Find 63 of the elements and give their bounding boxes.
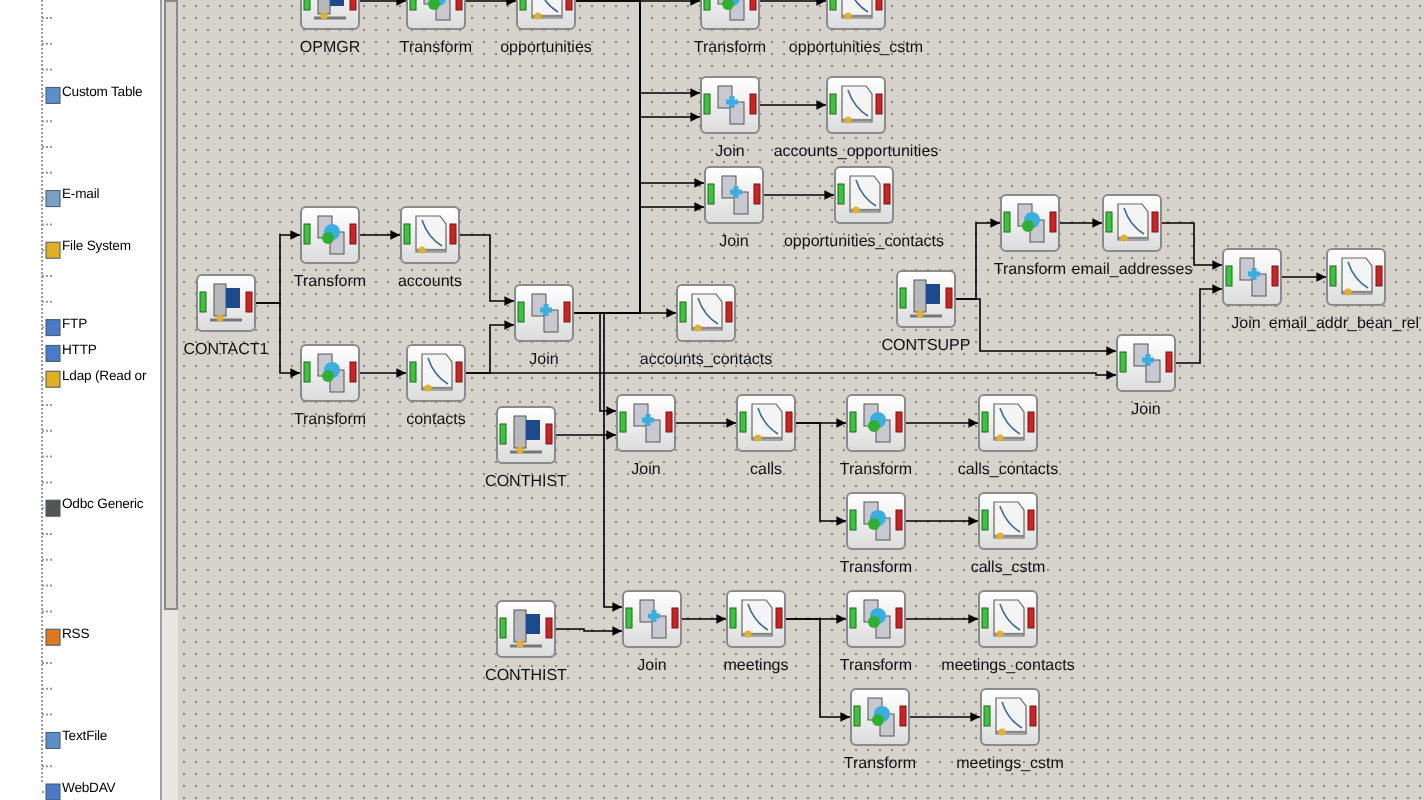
component-label: accounts_opportunities <box>773 142 939 160</box>
arrow <box>1281 272 1327 282</box>
arrow <box>905 516 979 526</box>
arrow <box>1175 284 1223 364</box>
component-label: opportunities_cstm <box>788 38 924 56</box>
arrow <box>763 190 835 200</box>
component-label: CONTHIST <box>485 666 567 684</box>
component-label: opportunities_contacts <box>783 232 945 250</box>
component-label: Transform <box>839 558 913 576</box>
arrow <box>795 422 847 526</box>
component-label: Join <box>637 656 667 674</box>
arrow <box>759 100 827 110</box>
arrow <box>359 0 407 6</box>
component-label: Join <box>1131 400 1161 418</box>
component-label: CONTSUPP <box>881 336 971 354</box>
component-label: email_addresses <box>1071 260 1193 278</box>
component-label: Transform <box>993 260 1067 278</box>
arrow <box>675 418 737 428</box>
component-label: Join <box>719 232 749 250</box>
arrow <box>555 430 617 440</box>
component-label: CONTACT1 <box>183 340 269 358</box>
component-label: Transform <box>843 754 917 772</box>
arrow <box>575 0 705 212</box>
arrow <box>255 302 301 378</box>
arrow <box>573 312 623 612</box>
component-label: Join <box>631 460 661 478</box>
component-label: Transform <box>399 38 473 56</box>
arrow <box>1161 222 1223 270</box>
arrow <box>465 370 1117 380</box>
component-label: contacts <box>406 410 466 428</box>
component-label: Join <box>1231 314 1261 332</box>
arrow <box>681 614 727 624</box>
arrow <box>905 614 979 624</box>
component-label: opportunities <box>500 38 592 56</box>
component-label: Join <box>529 350 559 368</box>
component-label: OPMGR <box>299 38 361 56</box>
arrow <box>909 712 981 722</box>
component-label: CONTHIST <box>485 472 567 490</box>
arrow <box>359 230 401 240</box>
component-label: Transform <box>293 410 367 428</box>
component-label: meetings <box>723 656 789 674</box>
component-label: email_addr_bean_rel <box>1268 314 1420 332</box>
arrow <box>785 618 851 722</box>
arrow <box>759 0 827 6</box>
arrow <box>905 418 979 428</box>
component-label: Transform <box>293 272 367 290</box>
component-label: accounts <box>397 272 463 290</box>
component-label: calls_cstm <box>970 558 1046 576</box>
arrow <box>1059 218 1103 228</box>
component-label: meetings_cstm <box>956 754 1064 772</box>
arrow <box>555 626 623 636</box>
component-label: accounts_contacts <box>639 350 773 368</box>
component-label: Transform <box>839 460 913 478</box>
component-label: calls_contacts <box>957 460 1059 478</box>
arrow <box>359 368 407 378</box>
component-label: Join <box>715 142 745 160</box>
arrow <box>459 234 515 306</box>
component-label: meetings_contacts <box>941 656 1075 674</box>
component-label: Transform <box>693 38 767 56</box>
arrow <box>465 0 517 6</box>
component-label: calls <box>750 460 782 478</box>
component-label: Transform <box>839 656 913 674</box>
arrow <box>955 298 1117 356</box>
